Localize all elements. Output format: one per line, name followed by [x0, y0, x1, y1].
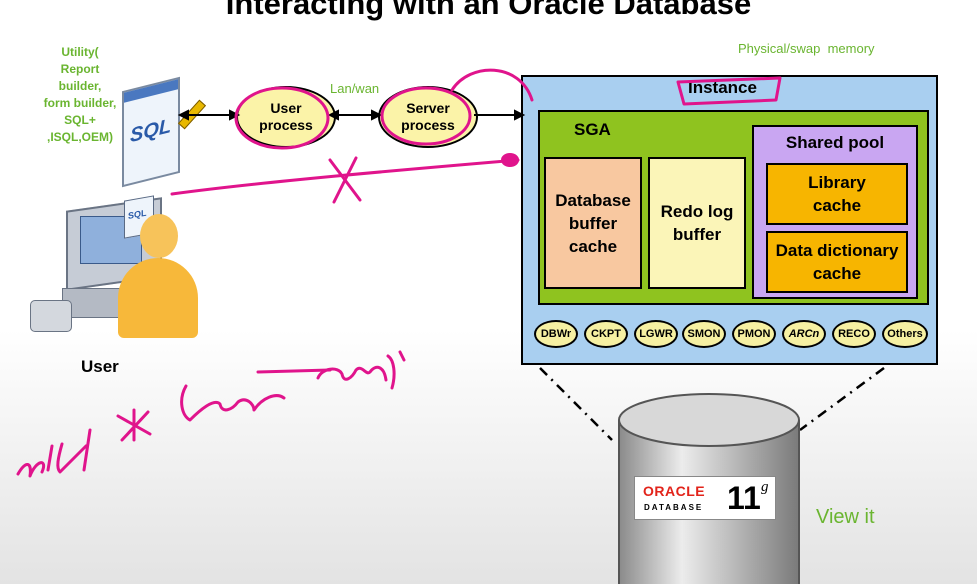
bg-process: ARCn: [782, 320, 826, 348]
lanwan-label: Lan/wan: [330, 81, 380, 96]
utility-line: Utility(: [61, 45, 99, 59]
utility-line: Report: [60, 62, 100, 76]
bg-process: Others: [882, 320, 928, 348]
version-suffix: g: [761, 479, 769, 495]
phone-icon: [30, 300, 72, 332]
utility-line: ,ISQL,OEM): [47, 130, 113, 144]
utility-line: form builder,: [43, 96, 117, 110]
utility-list: Utility( Report builder, form builder, S…: [30, 44, 130, 146]
oracle-logo: ORACLE DATABASE 11 g: [634, 476, 776, 520]
utility-line: SQL+: [64, 113, 96, 127]
page-title: Interacting with an Oracle Database: [225, 0, 752, 21]
utility-line: builder,: [58, 79, 102, 93]
bg-process: SMON: [682, 320, 726, 348]
instance-label: Instance: [688, 78, 757, 97]
database-word: DATABASE: [644, 503, 704, 512]
person-icon: [118, 214, 198, 338]
bg-process: PMON: [732, 320, 776, 348]
physical-memory-label: Physical/swap memory: [738, 41, 875, 56]
bg-process: RECO: [832, 320, 876, 348]
bg-process: DBWr: [534, 320, 578, 348]
view-it-label: View it: [816, 506, 875, 528]
user-label: User: [81, 357, 119, 376]
sga-label: SGA: [574, 120, 611, 139]
version-number: 11: [727, 480, 761, 516]
oracle-brand: ORACLE: [643, 483, 706, 499]
bg-process: CKPT: [584, 320, 628, 348]
bg-process: LGWR: [634, 320, 678, 348]
shared-pool-label: Shared pool: [785, 133, 885, 152]
